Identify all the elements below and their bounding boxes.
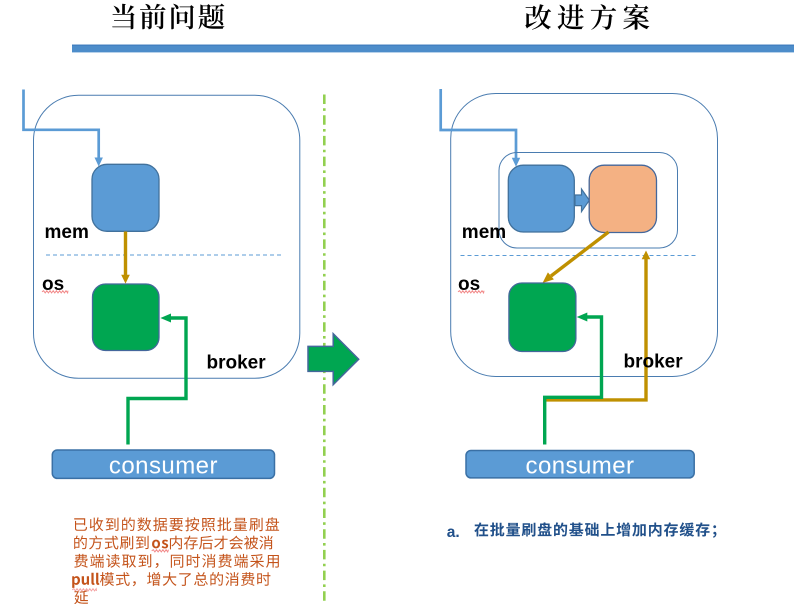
svg-text:a.: a. <box>447 524 460 541</box>
svg-text:mem: mem <box>462 222 506 243</box>
svg-text:broker: broker <box>624 352 684 373</box>
svg-text:os: os <box>458 274 480 295</box>
svg-text:consumer: consumer <box>526 452 635 479</box>
svg-text:broker: broker <box>207 352 267 373</box>
svg-text:consumer: consumer <box>109 453 218 480</box>
svg-text:os: os <box>42 274 64 295</box>
svg-text:mem: mem <box>45 222 89 243</box>
